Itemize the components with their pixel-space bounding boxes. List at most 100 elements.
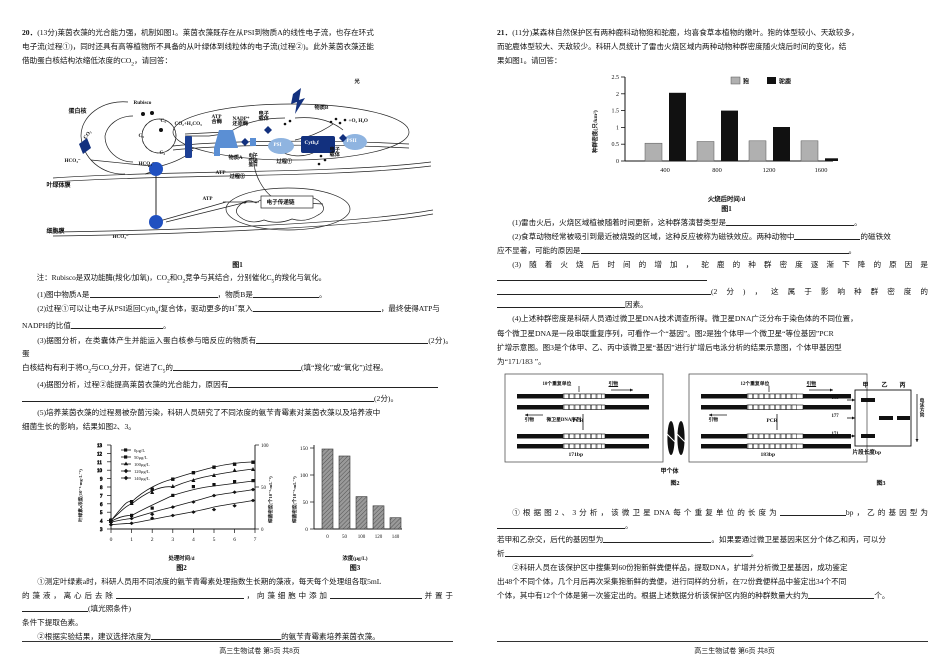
- blank-q20-2b[interactable]: [70, 320, 163, 330]
- q21-item-4-b: 每个微卫星DNA是一段串联重复序列，可看作一个“基因”。图2是独个体甲一个微卫星…: [497, 328, 834, 338]
- chart-fig2-svg: 3 4 5 6 7 8 9 10 11 12 13 0: [77, 444, 274, 543]
- q21-sub1-e: 。如果要通过微卫星基因来区分个体乙和丙，可以分: [711, 534, 886, 544]
- fig2-label-primer-bot-b: 引物: [708, 417, 719, 423]
- fig1-label-light: 光: [354, 79, 360, 86]
- fig3-label-band171: 171: [831, 431, 839, 437]
- q21-item2-d: 。: [848, 246, 857, 256]
- blank-q21-s2[interactable]: [808, 590, 875, 599]
- blank-q20-3a[interactable]: [256, 335, 429, 344]
- blank-q20-s1c[interactable]: [22, 603, 88, 613]
- q21-item-3-cont: (2分)，这属于影响种群密度的因素。: [497, 285, 928, 311]
- svg-text:11: 11: [97, 461, 102, 466]
- q20-item3-sub3: 5: [162, 368, 166, 375]
- svg-text:7: 7: [254, 537, 257, 543]
- q20-note-g: 的羧化与氧化。: [274, 273, 327, 283]
- chart-fig2-legend: 0μg/L 50μg/L 100μg/L 120μg/L 140μg/L: [121, 448, 150, 481]
- q21-sub2: ②科研人员在该保护区中搜集到60份狍新鲜粪便样品，提取DNA，扩增并分析微卫星基…: [512, 562, 848, 572]
- blank-q21-3c[interactable]: [497, 299, 625, 309]
- q20-item3-a: (3)据图分析，在类囊体产生并能运入蛋白核参与暗反应的物质有: [37, 335, 257, 345]
- svg-text:50μg/L: 50μg/L: [134, 455, 148, 460]
- q20-stem-3b: ，请回答：: [134, 56, 173, 66]
- svg-text:0: 0: [305, 527, 308, 533]
- blank-q21-3a[interactable]: [497, 272, 707, 282]
- fig2-label-pcr-b: PCR: [766, 417, 778, 424]
- q21-sub2-c: 个体，其中有12个个体是第一次鉴定出的。根据上述数据分析该保护区内狍的种群数量大…: [497, 590, 809, 600]
- q21-sub1-c: 。: [625, 520, 633, 530]
- right-footer-rule: [497, 641, 928, 642]
- svg-text:0: 0: [110, 537, 113, 543]
- q20-note-d: 2: [182, 278, 186, 285]
- blank-q21-s1d[interactable]: [504, 548, 751, 557]
- fig2-label-microsat-seq: 微卫星DNA序列: [546, 417, 581, 423]
- fig3-label-band177: 177: [831, 413, 839, 419]
- fig2-label-repeat10: 10个重复单位: [542, 381, 572, 387]
- q20-sub1-e: (填光照条件): [88, 604, 132, 614]
- blank-q20-4b[interactable]: [22, 393, 374, 402]
- svg-text:5: 5: [213, 537, 216, 543]
- blank-q21-2b[interactable]: [580, 245, 849, 255]
- blank-q20-1a[interactable]: [89, 289, 218, 299]
- blank-q20-3b[interactable]: [173, 362, 302, 371]
- blank-q21-s1a[interactable]: [779, 507, 846, 516]
- q20-item-2: (2)过程①可以让电子从PSI返回Cytb6f复合体，驱动更多的H+泵入，最终使…: [22, 302, 453, 318]
- blank-q21-s1c[interactable]: [603, 534, 712, 543]
- q20-item2-b: f复合体，驱动更多的H: [158, 304, 235, 314]
- question-20: 20．(13分)莱茵衣藻的光合能力强，机制如图1。莱茵衣藻既存在从PSI到物质A…: [22, 26, 453, 70]
- svg-text:50: 50: [261, 486, 267, 491]
- chart-right-fig1-ylabel: 种群密度(只/km²): [591, 110, 599, 154]
- figure-1-caption: 图1: [232, 261, 243, 270]
- q20-sub1-cont: 的藻液，离心后去除，向藻细胞中添加并置于(填光照条件): [22, 589, 453, 615]
- blank-q21-2a[interactable]: [794, 231, 861, 241]
- q20-item3-d: 与CO: [91, 362, 110, 372]
- svg-text:狍: 狍: [742, 78, 749, 86]
- q20-stem-1: 莱茵衣藻的光合能力强，机制如图1。莱茵衣藻既存在从PSI到物质A的线性电子流，也…: [57, 28, 374, 37]
- fig1-label-atp-synthase: ATP 合酶: [211, 114, 222, 126]
- svg-text:7: 7: [100, 494, 103, 499]
- blank-q20-4a[interactable]: [228, 379, 439, 388]
- blank-q21-s1b[interactable]: [497, 520, 625, 529]
- fig2-label-primer-top-b: 引物: [806, 381, 817, 387]
- svg-text:100: 100: [358, 535, 366, 540]
- svg-text:1200: 1200: [762, 167, 775, 174]
- q21-stem-line1: 21．(11分)某森林自然保护区有两种鹿科动物狍和驼鹿，均喜食草本植物的嫩叶。狍…: [497, 26, 928, 39]
- q20-sub-items: ①测定叶绿素a时，科研人员用不同浓度的氨苄青霉素处理指数生长期的藻液，每天每个处…: [22, 575, 453, 643]
- q21-item-2: (2)食草动物经常被吸引到最近被烧毁的区域，这种反应被称为磁铁效应。两种动物中的…: [497, 230, 928, 243]
- blank-q21-1[interactable]: [726, 217, 855, 227]
- q21-sub1-end: 析。: [497, 547, 928, 560]
- q21-item-1: (1)雷击火后，火烧区域植被随着时间更新，这种群落演替类型是。: [497, 216, 928, 229]
- svg-text:2: 2: [616, 92, 619, 98]
- blank-q20-1b[interactable]: [252, 289, 319, 299]
- svg-text:0μg/L: 0μg/L: [134, 448, 145, 453]
- svg-text:1: 1: [130, 537, 133, 543]
- panel-a-strands: [516, 393, 649, 449]
- svg-text:4: 4: [192, 537, 195, 543]
- chart-fig3-ylabel: 细菌密度(个10⁻³·mL⁻¹): [291, 476, 298, 523]
- fig1-label-protein-core: 蛋白核: [68, 109, 87, 116]
- fig1-label-c3: C₃: [138, 133, 144, 140]
- svg-text:0.5: 0.5: [611, 142, 619, 148]
- svg-text:100: 100: [261, 444, 269, 449]
- q21-item-4-d: 为“171/183 ”。: [497, 356, 546, 366]
- blank-q20-2a[interactable]: [252, 303, 381, 313]
- chart-right-fig1-caption: 图1: [721, 205, 732, 214]
- blank-q20-s1b[interactable]: [329, 590, 422, 599]
- q21-stem-line3: 果如图1。请回答：: [497, 56, 562, 66]
- q20-item3-c: 白核结构有利于将O: [22, 362, 89, 372]
- fig1-label-hco3-a: HCO₃⁻: [64, 158, 81, 165]
- fig1-label-atp-out: ATP: [215, 170, 226, 177]
- figure-2-3-svg: [504, 373, 919, 463]
- blank-q20-s2[interactable]: [151, 631, 282, 641]
- q20-note-c: 和O: [169, 273, 183, 283]
- fig1-label-c4: C₄: [159, 150, 165, 157]
- svg-text:0: 0: [326, 535, 329, 540]
- fig1-label-process2: 过程②: [229, 174, 246, 181]
- blank-q20-s1a[interactable]: [115, 590, 244, 599]
- blank-q21-3b[interactable]: [497, 286, 711, 296]
- q20-item3-f: 的: [165, 362, 174, 372]
- q20-item2-sup: +: [234, 303, 238, 310]
- q21-item3-c: 因素。: [625, 300, 648, 310]
- fig2-label-primer-top-a: 引物: [608, 381, 619, 387]
- svg-text:120μg/L: 120μg/L: [134, 469, 150, 474]
